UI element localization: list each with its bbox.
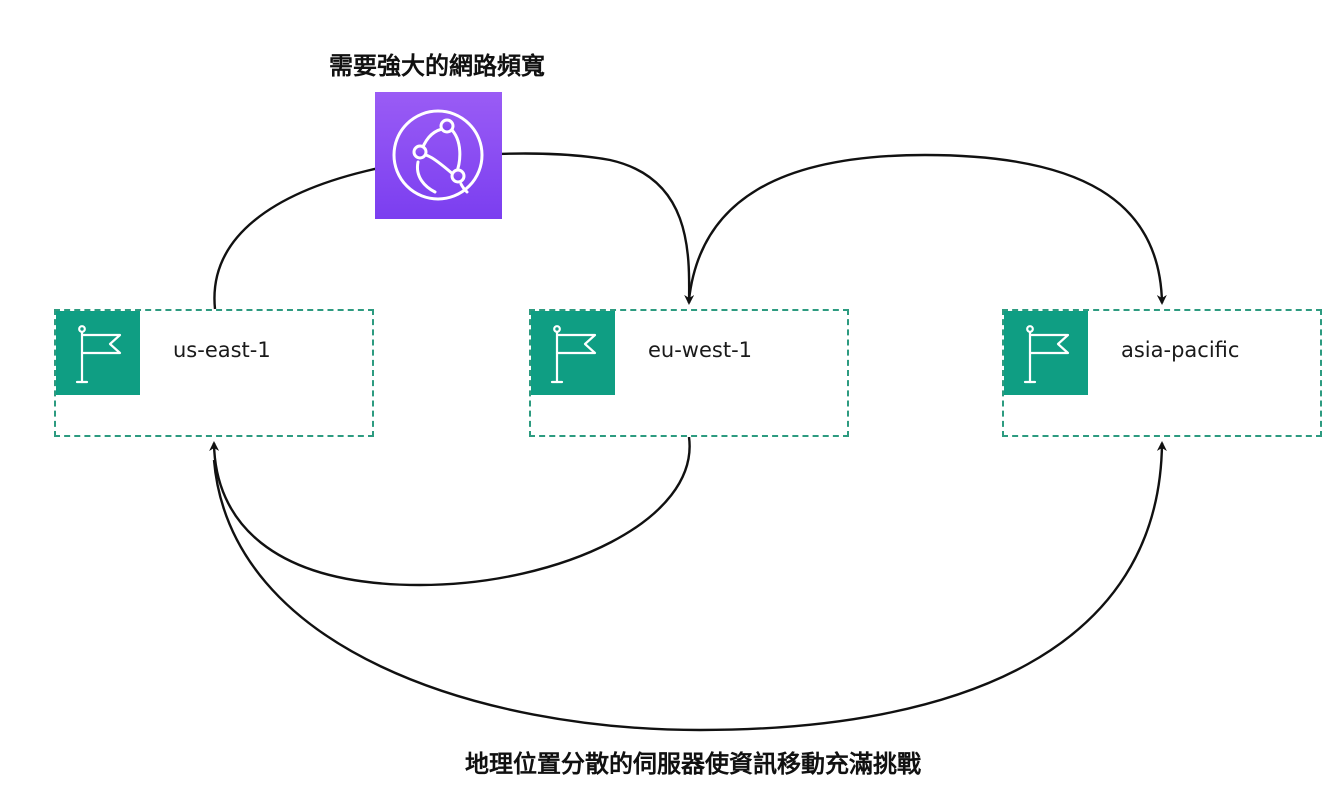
region-eu-west-1: eu-west-1 <box>529 309 849 437</box>
region-label: eu-west-1 <box>648 338 753 362</box>
connection-us-to-eu <box>213 152 695 310</box>
region-flag-icon <box>1004 311 1088 395</box>
cloudfront-network-icon <box>375 92 502 219</box>
latency-caption: 地理位置分散的伺服器使資訊移動充滿挑戰 <box>465 750 921 778</box>
connection-us-to-asia <box>212 441 1167 732</box>
region-flag-icon <box>56 311 140 395</box>
region-flag-icon <box>531 311 615 395</box>
region-label: asia-pacific <box>1121 338 1240 362</box>
connection-eu-to-us <box>209 436 691 587</box>
region-asia-pacific: asia-pacific <box>1002 309 1322 437</box>
region-us-east-1: us-east-1 <box>54 309 374 437</box>
bandwidth-caption: 需要強大的網路頻寬 <box>329 52 545 80</box>
region-label: us-east-1 <box>173 338 271 362</box>
connection-eu-to-asia <box>687 153 1167 305</box>
